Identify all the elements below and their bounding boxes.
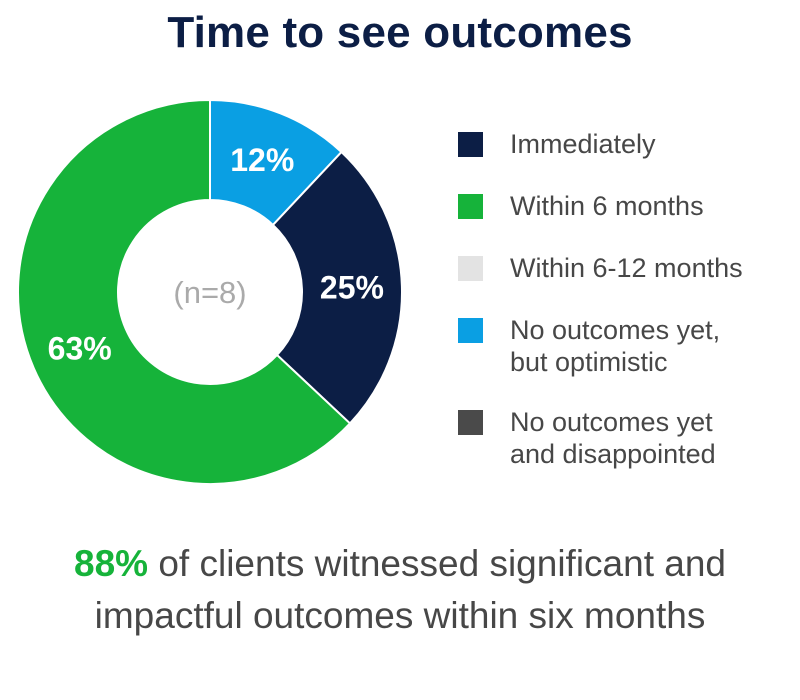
legend-label: Within 6 months xyxy=(510,191,704,221)
legend-item-within-6-12-months: Within 6-12 months xyxy=(458,252,743,284)
slice-value-label: 25% xyxy=(320,270,384,306)
donut-chart: 12% 25% 63% (n=8) xyxy=(17,98,403,485)
chart-title: Time to see outcomes xyxy=(167,8,633,57)
legend-item-disappointed: No outcomes yet and disappointed xyxy=(458,406,716,470)
takeaway-highlight: 88% xyxy=(74,543,149,584)
legend-swatch-optimistic xyxy=(458,318,483,343)
legend-item-within-6-months: Within 6 months xyxy=(458,190,704,222)
slice-within-6-months xyxy=(17,98,352,485)
legend-swatch-within-6-12-months xyxy=(458,256,483,281)
legend-swatch-within-6-months xyxy=(458,194,483,219)
legend-label: Within 6-12 months xyxy=(510,253,743,283)
legend-label: Immediately xyxy=(510,129,656,159)
slice-immediately xyxy=(271,150,403,425)
legend-item-immediately: Immediately xyxy=(458,128,656,160)
legend-swatch-immediately xyxy=(458,132,483,157)
legend-label: No outcomes yet, but optimistic xyxy=(510,315,721,377)
sample-size-label: (n=8) xyxy=(173,275,246,310)
legend-item-optimistic: No outcomes yet, but optimistic xyxy=(458,314,720,378)
takeaway-text: 88% of clients witnessed significant and… xyxy=(0,538,800,642)
legend-swatch-disappointed xyxy=(458,410,483,435)
slice-value-label: 12% xyxy=(230,142,294,178)
legend-label: No outcomes yet and disappointed xyxy=(510,407,716,469)
slice-value-label: 63% xyxy=(48,330,112,366)
takeaway-body: of clients witnessed significant and imp… xyxy=(94,543,726,636)
